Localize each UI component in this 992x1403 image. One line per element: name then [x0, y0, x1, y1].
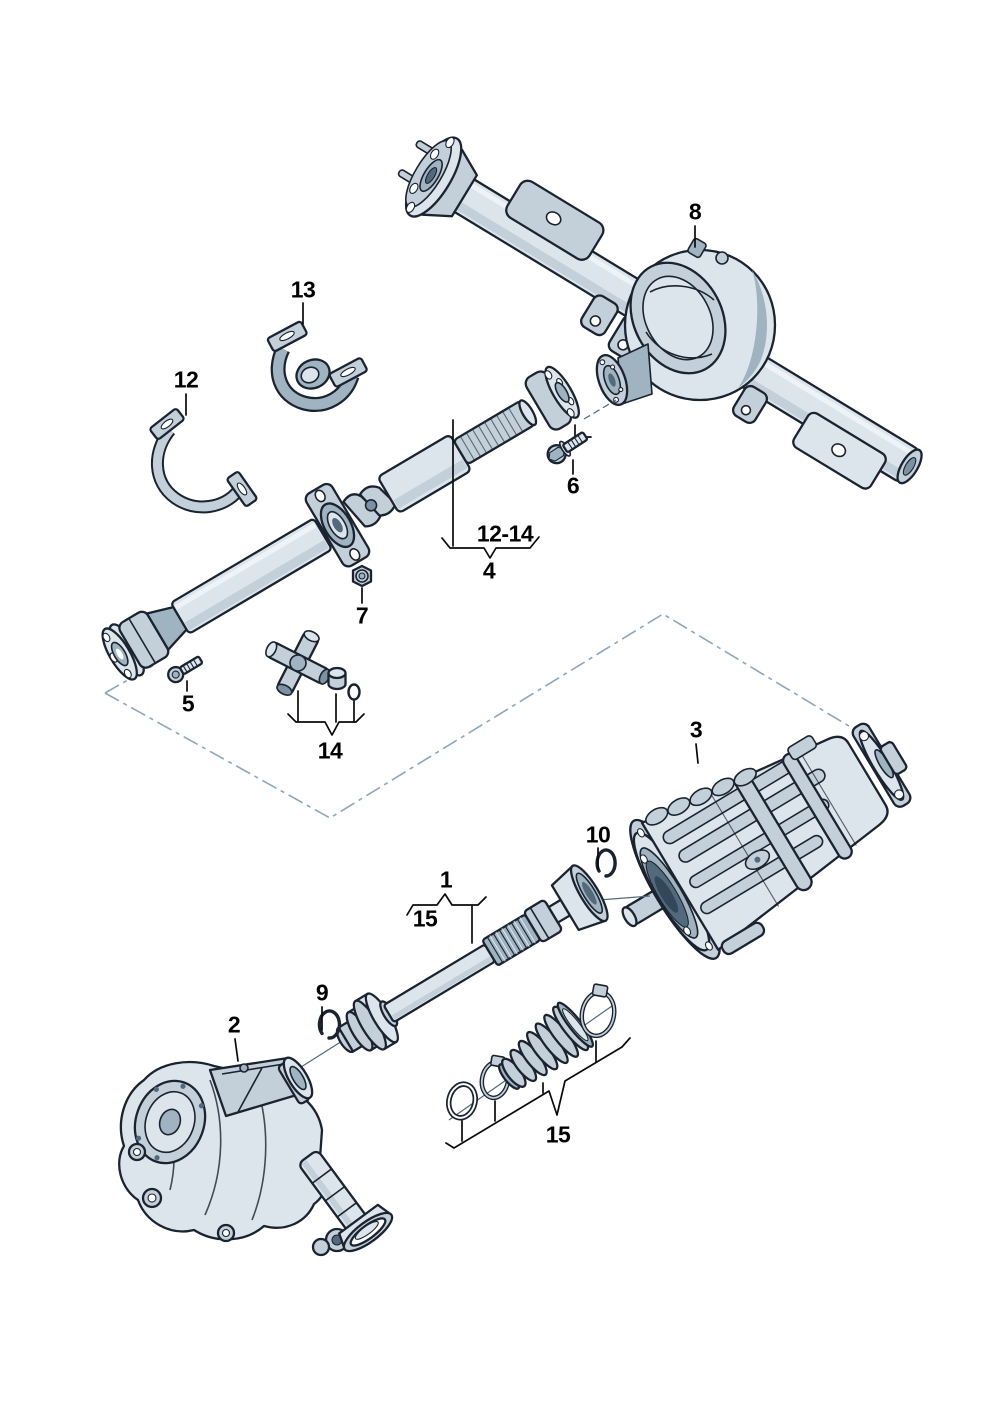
bracket-group-1: [406, 893, 487, 944]
bolt-figure-6: [546, 431, 588, 465]
strap-figure-12: [149, 408, 258, 514]
reference-plane-dashed: [104, 613, 898, 819]
callout-15-upper: 15: [412, 905, 438, 932]
screw-figure-5: [167, 655, 204, 684]
circlip-figure-9: [317, 1009, 342, 1040]
callout-12-14: 12-14: [476, 520, 534, 547]
callout-2: 2: [227, 1011, 241, 1038]
bracket-group-4: [441, 419, 540, 559]
center-bearing-bracket-figure-13: [266, 320, 368, 412]
bracket-group-15: [445, 1037, 631, 1149]
callout-8: 8: [688, 198, 702, 225]
rear-axle-figure: [397, 136, 923, 490]
leader-lines: [185, 225, 699, 1062]
boot-kit-figure: [445, 983, 617, 1121]
circlip-figure-10: [595, 848, 617, 878]
callout-9: 9: [315, 979, 329, 1006]
propeller-shaft-figure: [101, 365, 580, 681]
callout-13: 13: [290, 276, 316, 303]
bracket-group-14: [287, 690, 365, 736]
rear-diff-housing: [595, 237, 777, 406]
front-drive-shaft-figure: [335, 864, 609, 1054]
callout-12: 12: [173, 366, 199, 393]
gearbox-figure: [621, 722, 912, 960]
callout-1: 1: [439, 866, 453, 893]
callout-14: 14: [317, 737, 343, 764]
flange-align-line: [583, 399, 617, 420]
callout-5: 5: [181, 690, 195, 717]
callout-15-lower: 15: [545, 1121, 571, 1148]
front-final-drive-figure: [118, 1056, 394, 1257]
callout-3: 3: [689, 716, 703, 743]
nut-figure-7: [351, 564, 373, 588]
callout-10: 10: [585, 821, 611, 848]
universal-joint-kit-figure-14: [265, 630, 361, 701]
callout-6: 6: [566, 472, 580, 499]
callout-4: 4: [482, 557, 496, 584]
callout-7: 7: [355, 602, 369, 629]
